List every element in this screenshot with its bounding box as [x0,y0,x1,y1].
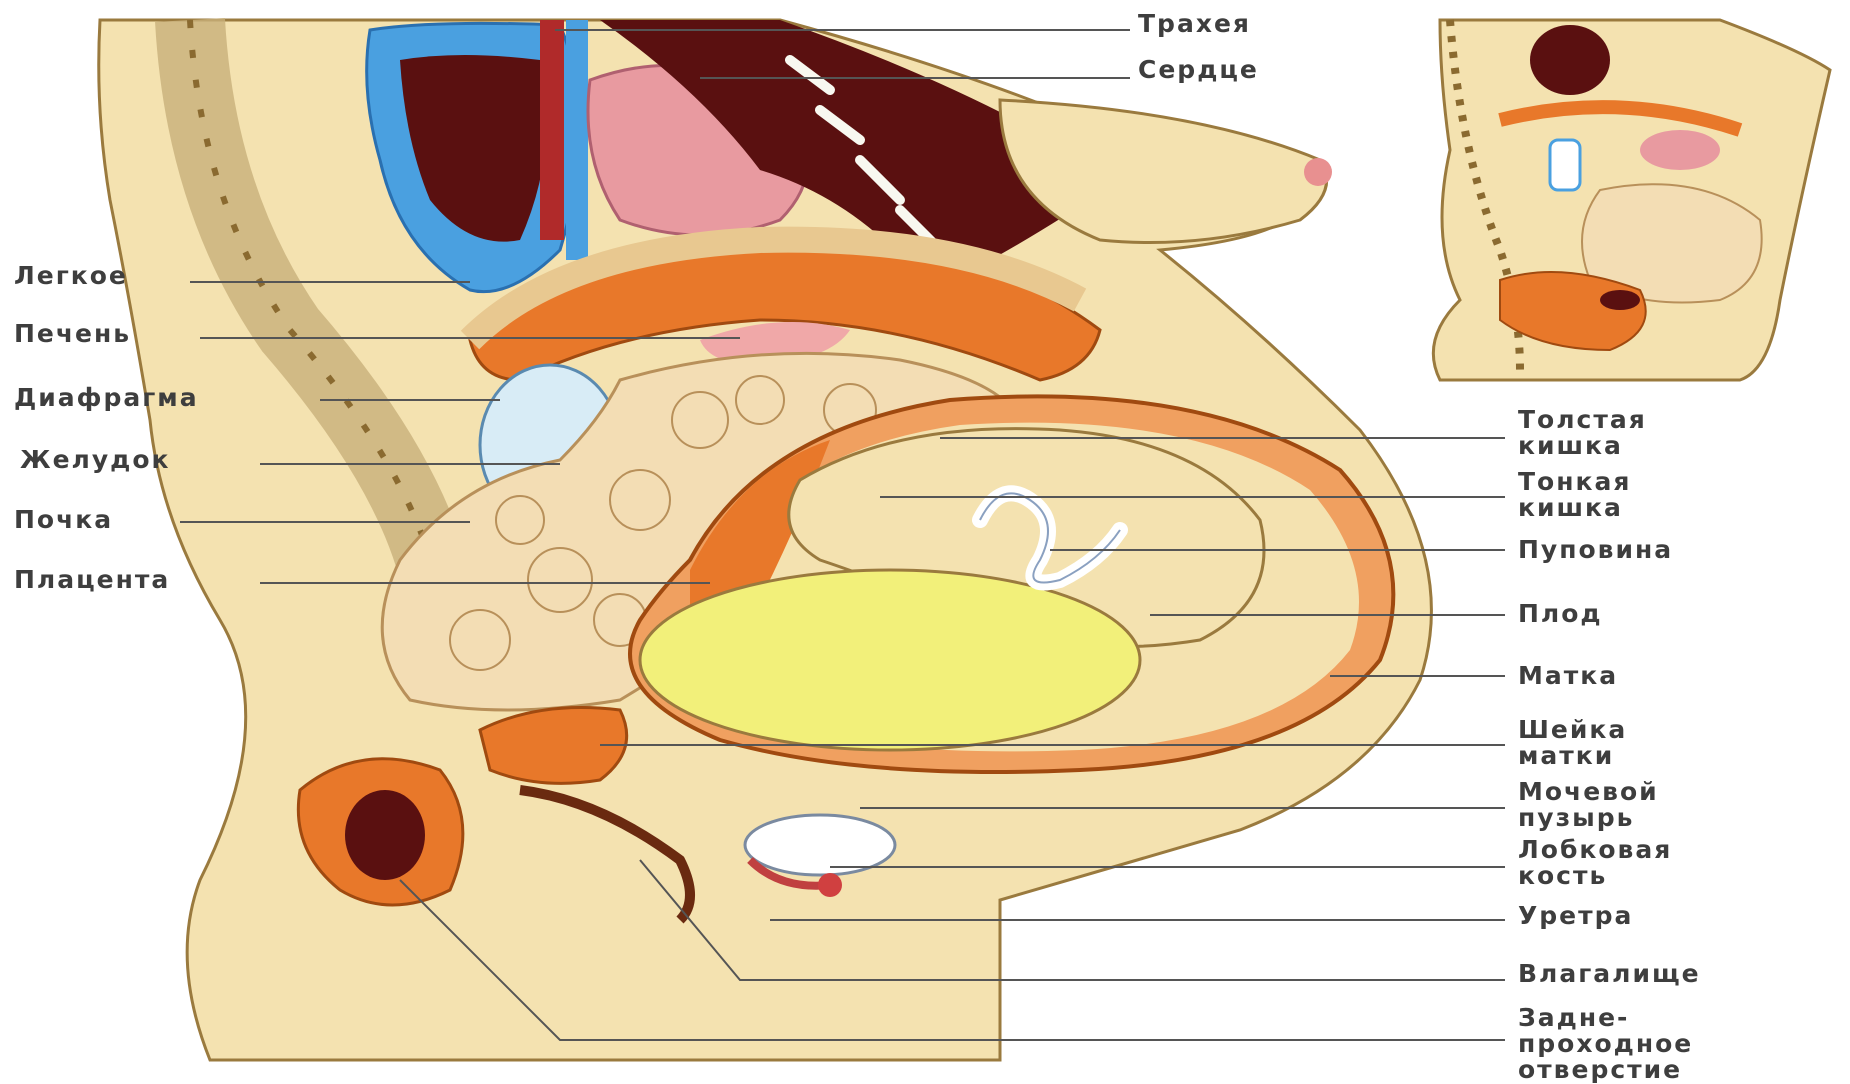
inset-lung [1530,25,1610,95]
label-lung: Легкое [14,262,128,289]
label-vagina: Влагалище [1518,960,1701,987]
label-stomach: Желудок [20,446,171,473]
label-uterus: Матка [1518,662,1618,689]
label-cervix-line2: матки [1518,742,1614,769]
label-anus-line2: проходное [1518,1030,1693,1057]
label-kidney: Почка [14,506,113,533]
label-fetus: Плод [1518,600,1603,627]
label-bladder-line1: Мочевой [1518,778,1659,805]
label-small-intestine-line1: Тонкая [1518,468,1631,495]
label-placenta: Плацента [14,566,170,593]
label-anus-line1: Задне- [1518,1004,1629,1031]
label-bladder-line2: пузырь [1518,804,1634,831]
label-trachea: Трахея [1138,10,1251,37]
label-heart: Сердце [1138,56,1259,83]
label-small-intestine-line2: кишка [1518,494,1623,521]
label-diaphragm: Диафрагма [14,384,199,411]
nipple [1304,158,1332,186]
inset-figure [1433,20,1830,380]
label-liver: Печень [14,320,131,347]
inset-pelvic-cavity [1600,290,1640,310]
label-cervix-line1: Шейка [1518,716,1627,743]
inset-stomach [1550,140,1580,190]
label-anus-line3: отверстие [1518,1056,1682,1083]
aorta-shape [566,20,588,260]
rectum-lumen [345,790,425,880]
label-large-intestine-line1: Толстая [1518,406,1647,433]
pubic-bone-shape [818,873,842,897]
label-urethra: Уретра [1518,902,1633,929]
label-pubic-bone-line1: Лобковая [1518,836,1672,863]
trachea-shape [540,20,564,240]
label-pubic-bone-line2: кость [1518,862,1607,889]
label-large-intestine-line2: кишка [1518,432,1623,459]
fetus-head [640,570,1140,750]
inset-heart [1640,130,1720,170]
main-body-section [99,20,1432,1060]
label-umbilical-cord: Пуповина [1518,536,1673,563]
